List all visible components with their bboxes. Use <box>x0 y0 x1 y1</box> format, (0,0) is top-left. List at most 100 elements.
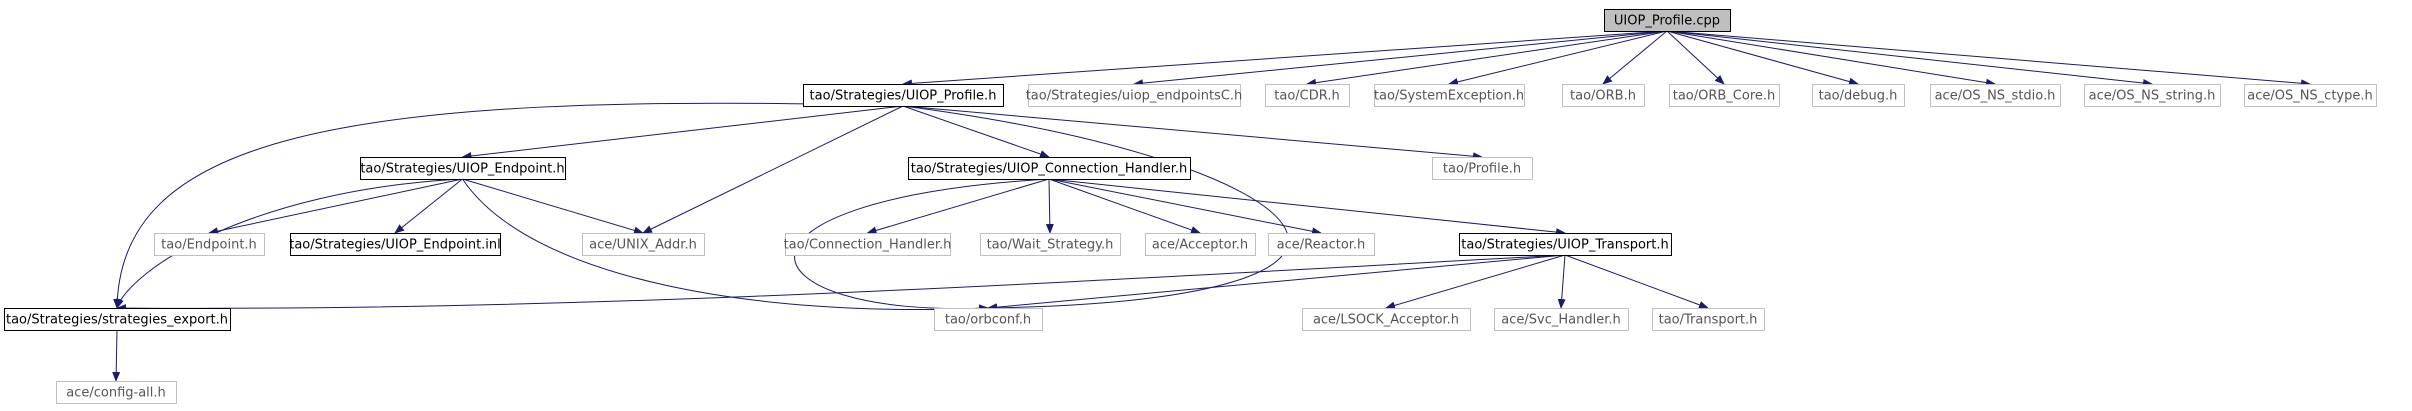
node-ace-os-ns-string-h: ace/OS_NS_string.h <box>2084 84 2221 107</box>
node-ace-config-all-h: ace/config-all.h <box>56 381 177 404</box>
edge-tao-strategies-strategies-export-h-to-ace-config-all-h <box>112 329 121 382</box>
node-box <box>1494 308 1629 331</box>
node-tao-debug-h: tao/debug.h <box>1812 84 1905 107</box>
node-label: tao/ORB_Core.h <box>1673 89 1776 104</box>
node-label: tao/Strategies/UIOP_Endpoint.h <box>360 162 564 177</box>
node-label: tao/ORB.h <box>1570 89 1636 104</box>
node-label: tao/Strategies/strategies_export.h <box>6 313 228 328</box>
edge-tao-strategies-uiop-connection-handler-h-to-tao-connection-handler-h <box>866 178 1050 235</box>
node-box <box>908 157 1191 180</box>
edge-tao-strategies-uiop-profile-h-to-tao-strategies-uiop-connection-handler-h <box>902 105 1050 158</box>
node-label: tao/Strategies/UIOP_Transport.h <box>1461 238 1668 253</box>
edge-tao-strategies-uiop-transport-h-to-tao-orbconf-h <box>987 254 1566 312</box>
node-tao-orb-h: tao/ORB.h <box>1562 84 1645 107</box>
node-box <box>980 233 1121 256</box>
node-box <box>4 308 231 331</box>
node-box <box>2084 84 2221 107</box>
node-ace-os-ns-stdio-h: ace/OS_NS_stdio.h <box>1930 84 2061 107</box>
node-box <box>1145 233 1256 256</box>
node-box <box>360 157 566 180</box>
node-label: tao/Wait_Strategy.h <box>987 238 1114 253</box>
node-label: tao/Connection_Handler.h <box>784 238 952 253</box>
node-box <box>2244 84 2377 107</box>
node-box <box>1265 84 1350 107</box>
node-box <box>1652 308 1765 331</box>
node-tao-strategies-uiop-endpoint-h[interactable]: tao/Strategies/UIOP_Endpoint.h <box>360 157 566 180</box>
node-label: ace/Reactor.h <box>1277 238 1366 253</box>
edge-tao-strategies-uiop-connection-handler-h-to-tao-wait-strategy-h <box>1045 178 1054 234</box>
edge-tao-strategies-uiop-profile-h-to-tao-profile-h <box>902 105 1483 161</box>
edge-tao-strategies-uiop-connection-handler-h-to-ace-acceptor-h <box>1048 178 1201 234</box>
node-box <box>785 233 951 256</box>
edge-tao-strategies-uiop-connection-handler-h-to-ace-reactor-h <box>1048 178 1322 236</box>
node-label: ace/OS_NS_string.h <box>2089 89 2216 104</box>
node-box <box>803 84 1004 107</box>
node-label: ace/config-all.h <box>66 386 166 401</box>
node-ace-os-ns-ctype-h: ace/OS_NS_ctype.h <box>2244 84 2377 107</box>
node-tao-cdr-h: tao/CDR.h <box>1265 84 1350 107</box>
edge-uiop-profile-cpp-to-tao-cdr-h <box>1306 30 1668 87</box>
node-box <box>1669 84 1780 107</box>
node-tao-strategies-uiop-profile-h[interactable]: tao/Strategies/UIOP_Profile.h <box>803 84 1004 107</box>
node-label: tao/CDR.h <box>1274 89 1339 104</box>
edge-tao-strategies-uiop-endpoint-h-to-tao-endpoint-h <box>208 178 463 236</box>
node-label: tao/debug.h <box>1819 89 1898 104</box>
edge-tao-strategies-uiop-endpoint-h-to-tao-orbconf-h <box>462 178 989 313</box>
node-box <box>1459 233 1672 256</box>
node-label: tao/SystemException.h <box>1374 89 1524 104</box>
node-box <box>56 381 177 404</box>
edge-tao-strategies-uiop-profile-h-to-ace-unix-addr-h <box>642 105 904 234</box>
edge-tao-strategies-uiop-transport-h-to-tao-transport-h <box>1564 254 1709 309</box>
node-uiop-profile-cpp[interactable]: UIOP_Profile.cpp <box>1604 9 1731 32</box>
node-label: ace/OS_NS_ctype.h <box>2247 89 2373 104</box>
edge-uiop-profile-cpp-to-tao-strategies-uiop-profile-h <box>902 30 1668 88</box>
edge-uiop-profile-cpp-to-tao-debug-h <box>1666 30 1859 86</box>
node-box <box>582 233 705 256</box>
node-tao-transport-h: tao/Transport.h <box>1652 308 1765 331</box>
node-box <box>1930 84 2061 107</box>
edge-tao-strategies-uiop-profile-h-to-tao-orbconf-h <box>902 105 1289 312</box>
node-box <box>1374 84 1525 107</box>
edge-tao-strategies-uiop-profile-h-to-tao-strategies-strategies-export-h <box>113 102 904 309</box>
node-tao-profile-h: tao/Profile.h <box>1432 157 1533 180</box>
node-tao-endpoint-h: tao/Endpoint.h <box>154 233 265 256</box>
edge-tao-strategies-uiop-endpoint-h-to-tao-strategies-uiop-endpoint-inl <box>394 178 463 234</box>
node-box <box>154 233 265 256</box>
edge-uiop-profile-cpp-to-ace-os-ns-string-h <box>1666 30 2153 87</box>
node-tao-strategies-strategies-export-h[interactable]: tao/Strategies/strategies_export.h <box>4 308 231 331</box>
node-label: tao/Strategies/UIOP_Connection_Handler.h <box>911 162 1188 177</box>
node-label: tao/Strategies/UIOP_Endpoint.inl <box>289 238 501 253</box>
node-tao-strategies-uiop-endpoint-inl[interactable]: tao/Strategies/UIOP_Endpoint.inl <box>289 233 501 256</box>
node-box <box>1028 84 1241 107</box>
node-box <box>1812 84 1905 107</box>
edge-tao-strategies-uiop-transport-h-to-ace-lsock-acceptor-h <box>1385 254 1566 310</box>
node-ace-unix-addr-h: ace/UNIX_Addr.h <box>582 233 705 256</box>
edge-tao-strategies-uiop-transport-h-to-ace-svc-handler-h <box>1557 254 1566 309</box>
nodes-layer: UIOP_Profile.cpp tao/Strategies/UIOP_Prof… <box>4 9 2377 404</box>
node-label: ace/Svc_Handler.h <box>1501 313 1620 328</box>
edge-uiop-profile-cpp-to-ace-os-ns-stdio-h <box>1666 30 1996 87</box>
node-label: ace/LSOCK_Acceptor.h <box>1313 313 1459 328</box>
node-box <box>1302 308 1471 331</box>
node-label: tao/Strategies/UIOP_Profile.h <box>810 89 997 104</box>
node-tao-strategies-uiop-connection-handler-h[interactable]: tao/Strategies/UIOP_Connection_Handler.h <box>908 157 1191 180</box>
node-label: tao/Transport.h <box>1659 313 1758 328</box>
node-box <box>1432 157 1533 180</box>
node-tao-connection-handler-h: tao/Connection_Handler.h <box>784 233 952 256</box>
edge-uiop-profile-cpp-to-tao-systemexception-h <box>1448 30 1668 86</box>
node-label: tao/Profile.h <box>1443 162 1521 177</box>
node-box <box>1604 9 1731 32</box>
node-box <box>934 308 1043 331</box>
node-box <box>1562 84 1645 107</box>
edge-tao-strategies-uiop-connection-handler-h-to-tao-strategies-uiop-transport-h <box>1048 178 1566 237</box>
node-ace-lsock-acceptor-h: ace/LSOCK_Acceptor.h <box>1302 308 1471 331</box>
edges-layer <box>112 30 2311 382</box>
edge-tao-strategies-uiop-endpoint-h-to-ace-unix-addr-h <box>462 178 644 235</box>
edge-tao-strategies-uiop-transport-h-to-tao-strategies-strategies-export-h <box>116 254 1566 313</box>
edge-uiop-profile-cpp-to-ace-os-ns-ctype-h <box>1666 30 2311 88</box>
node-tao-wait-strategy-h: tao/Wait_Strategy.h <box>980 233 1121 256</box>
node-ace-acceptor-h: ace/Acceptor.h <box>1145 233 1256 256</box>
node-tao-strategies-uiop-transport-h[interactable]: tao/Strategies/UIOP_Transport.h <box>1459 233 1672 256</box>
node-tao-systemexception-h: tao/SystemException.h <box>1374 84 1525 107</box>
